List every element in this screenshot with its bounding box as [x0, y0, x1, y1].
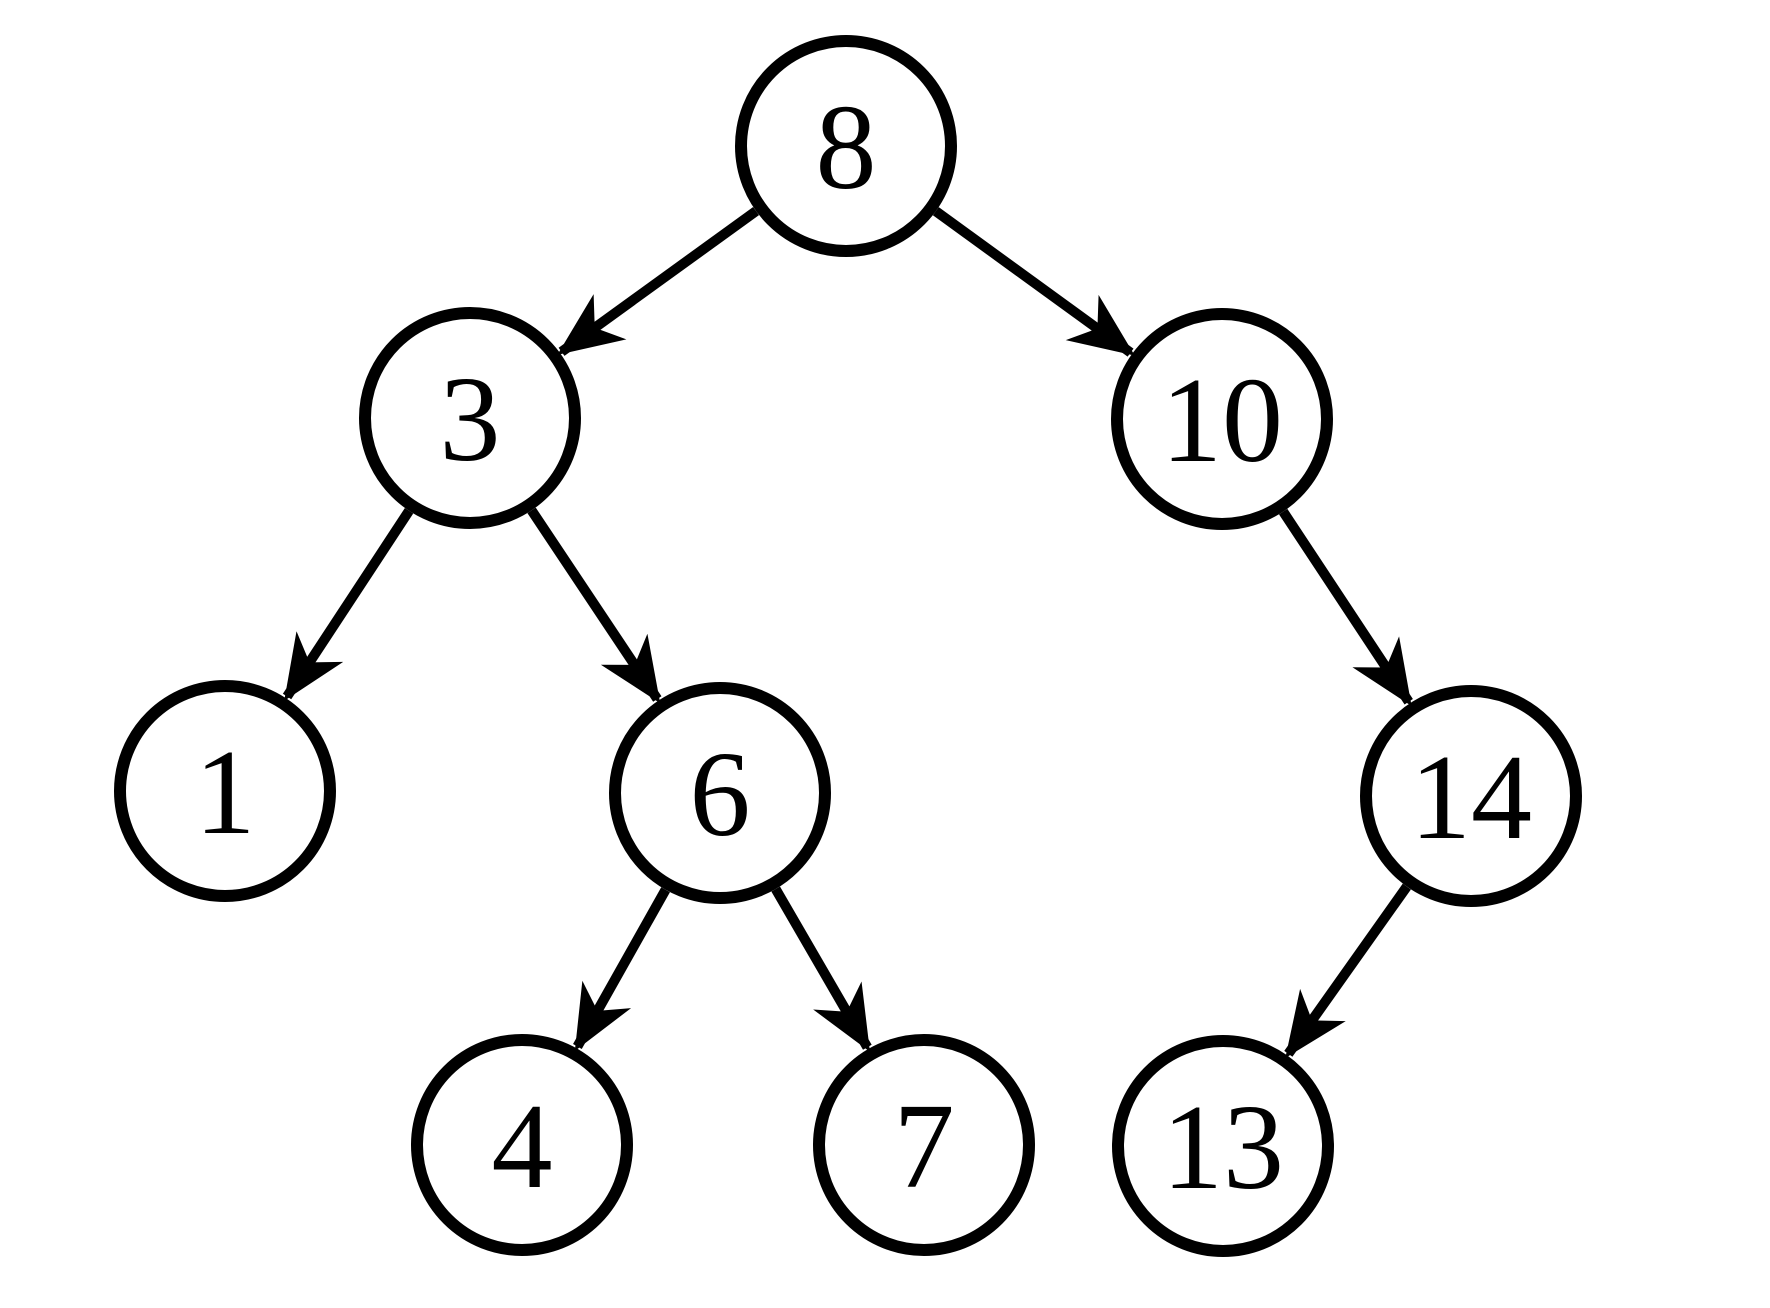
tree-node-label-10: 10: [1161, 353, 1283, 488]
tree-node-1: 1: [114, 680, 336, 902]
tree-edge-10-14: [1279, 508, 1413, 707]
tree-node-circle-14: [1360, 685, 1582, 907]
tree-node-8: 8: [735, 35, 957, 257]
tree-edge-6-7: [771, 886, 872, 1052]
tree-node-label-6: 6: [690, 727, 751, 862]
tree-node-3: 3: [359, 307, 581, 529]
tree-node-label-13: 13: [1162, 1080, 1284, 1215]
tree-node-circle-8: [735, 35, 957, 257]
tree-node-circle-7: [813, 1034, 1035, 1256]
tree-node-label-8: 8: [816, 80, 877, 215]
tree-node-14: 14: [1360, 685, 1582, 907]
tree-node-label-7: 7: [894, 1079, 955, 1214]
tree-node-label-3: 3: [440, 352, 501, 487]
tree-node-circle-1: [114, 680, 336, 902]
tree-edge-14-13: [1284, 883, 1411, 1059]
tree-node-circle-6: [609, 682, 831, 904]
tree-edge-8-10: [932, 207, 1135, 357]
tree-node-label-1: 1: [195, 725, 256, 860]
tree-node-7: 7: [813, 1034, 1035, 1256]
tree-node-label-14: 14: [1410, 730, 1532, 865]
tree-node-label-4: 4: [492, 1079, 553, 1214]
tree-edge-3-1: [282, 508, 414, 701]
tree-node-6: 6: [609, 682, 831, 904]
tree-node-4: 4: [411, 1034, 633, 1256]
tree-edge-3-6: [527, 507, 662, 704]
tree-node-circle-10: [1111, 308, 1333, 530]
tree-edge-8-3: [557, 207, 759, 356]
tree-node-circle-3: [359, 307, 581, 529]
tree-node-13: 13: [1112, 1035, 1334, 1257]
tree-node-10: 10: [1111, 308, 1333, 530]
tree-node-circle-4: [411, 1034, 633, 1256]
tree-node-circle-13: [1112, 1035, 1334, 1257]
tree-edge-6-4: [573, 887, 670, 1052]
